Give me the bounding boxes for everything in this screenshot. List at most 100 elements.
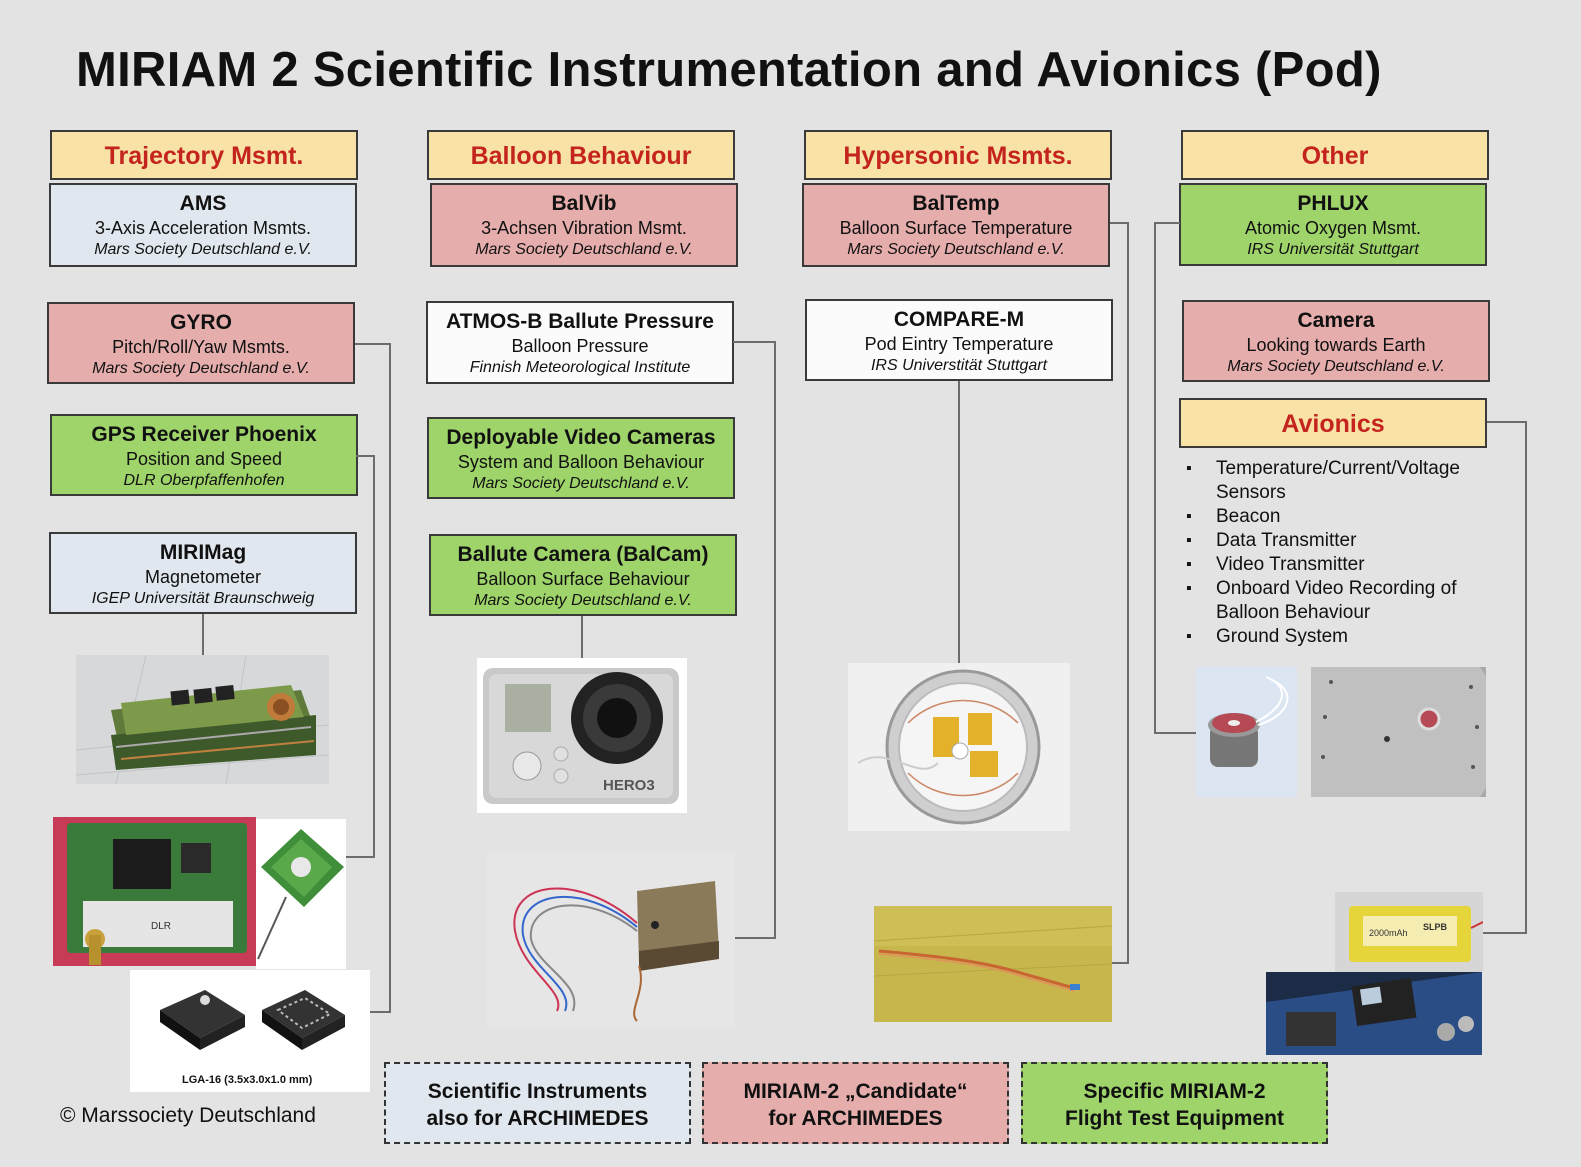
- instrument-desc: System and Balloon Behaviour: [457, 452, 705, 472]
- instrument-org: Mars Society Deutschland e.V.: [472, 475, 690, 492]
- instrument-compare-m: COMPARE-M Pod Eintry Temperature IRS Uni…: [805, 299, 1113, 381]
- instrument-name: ATMOS-B Ballute Pressure: [445, 310, 714, 333]
- instrument-baltemp: BalTemp Balloon Surface Temperature Mars…: [802, 183, 1110, 267]
- battery-photo: 2000mAh SLPB: [1335, 892, 1483, 972]
- instrument-org: Mars Society Deutschland e.V.: [1227, 358, 1445, 375]
- avionics-list: Temperature/Current/Voltage Sensors Beac…: [1186, 457, 1506, 649]
- connector-line: [733, 341, 775, 343]
- instrument-balvib: BalVib 3-Achsen Vibration Msmt. Mars Soc…: [430, 183, 738, 267]
- instrument-org: Mars Society Deutschland e.V.: [92, 360, 310, 377]
- connector-line: [1483, 932, 1527, 934]
- instrument-name: COMPARE-M: [893, 308, 1025, 331]
- instrument-video-cameras: Deployable Video Cameras System and Ball…: [427, 417, 735, 499]
- connector-line: [581, 616, 583, 658]
- connector-line: [356, 455, 375, 457]
- connector-line: [1154, 732, 1196, 734]
- instrument-name: MIRIMag: [159, 541, 247, 564]
- lga-chip-photo: LGA-16 (3.5x3.0x1.0 mm): [130, 970, 370, 1092]
- instrument-name: Camera: [1297, 309, 1375, 332]
- legend-line: Flight Test Equipment: [1065, 1107, 1284, 1130]
- connector-line: [1110, 222, 1128, 224]
- pod-plate-photo: [1311, 667, 1486, 797]
- instrument-gyro: GYRO Pitch/Roll/Yaw Msmts. Mars Society …: [47, 302, 355, 384]
- phlux-sensor-photo: [1196, 667, 1297, 797]
- category-avionics: Avionics: [1179, 398, 1487, 448]
- connector-line: [373, 455, 375, 858]
- instrument-desc: Pitch/Roll/Yaw Msmts.: [112, 337, 290, 357]
- connector-line: [355, 343, 390, 345]
- avionics-item: Temperature/Current/Voltage Sensors: [1186, 457, 1506, 505]
- legend-miriam-candidate: MIRIAM-2 „Candidate“ for ARCHIMEDES: [702, 1062, 1009, 1144]
- gopro-camera-photo: HERO3: [477, 658, 687, 813]
- gps-antenna-photo: [256, 819, 346, 969]
- battery-brand: SLPB: [1423, 922, 1448, 932]
- avionics-item: Beacon: [1186, 505, 1506, 529]
- instrument-name: GPS Receiver Phoenix: [91, 423, 317, 446]
- instrument-org: Finnish Meteorological Institute: [469, 359, 691, 376]
- instrument-desc: Looking towards Earth: [1246, 335, 1426, 355]
- dlr-logo: DLR: [151, 921, 171, 932]
- avionics-item: Data Transmitter: [1186, 529, 1506, 553]
- category-balloon-behaviour: Balloon Behaviour: [427, 130, 735, 180]
- instrument-phlux: PHLUX Atomic Oxygen Msmt. IRS Universitä…: [1179, 183, 1487, 266]
- compare-sensor-photo: [848, 663, 1070, 831]
- instrument-desc: Atomic Oxygen Msmt.: [1244, 218, 1422, 238]
- instrument-org: Mars Society Deutschland e.V.: [847, 241, 1065, 258]
- category-trajectory: Trajectory Msmt.: [50, 130, 358, 180]
- instrument-name: BalVib: [551, 192, 617, 215]
- instrument-name: AMS: [179, 192, 227, 215]
- gps-receiver-photo: DLR: [53, 817, 256, 966]
- instrument-name: GYRO: [170, 311, 232, 334]
- instrument-atmos-b: ATMOS-B Ballute Pressure Balloon Pressur…: [426, 301, 734, 384]
- instrument-gps: GPS Receiver Phoenix Position and Speed …: [50, 414, 358, 496]
- legend-scientific-instruments: Scientific Instruments also for ARCHIMED…: [384, 1062, 691, 1144]
- instrument-desc: 3-Achsen Vibration Msmt.: [481, 218, 687, 238]
- instrument-name: Deployable Video Cameras: [446, 426, 716, 449]
- legend-line: also for ARCHIMEDES: [426, 1107, 649, 1130]
- category-hypersonic: Hypersonic Msmts.: [804, 130, 1112, 180]
- hero3-label: HERO3: [603, 777, 655, 794]
- connector-line: [1155, 222, 1180, 224]
- connector-line: [1154, 222, 1156, 734]
- connector-line: [1487, 421, 1526, 423]
- category-other: Other: [1181, 130, 1489, 180]
- battery-capacity: 2000mAh: [1369, 928, 1408, 938]
- instrument-camera: Camera Looking towards Earth Mars Societ…: [1182, 300, 1490, 382]
- avionics-item: Ground System: [1186, 625, 1506, 649]
- instrument-org: Mars Society Deutschland e.V.: [474, 592, 692, 609]
- instrument-desc: Balloon Pressure: [511, 336, 649, 356]
- connector-line: [389, 343, 391, 1013]
- instrument-org: DLR Oberpfaffenhofen: [123, 472, 285, 489]
- legend-line: Specific MIRIAM-2: [1083, 1080, 1266, 1103]
- instrument-desc: 3-Axis Acceleration Msmts.: [94, 218, 312, 238]
- legend-line: Scientific Instruments: [427, 1080, 648, 1103]
- instrument-org: Mars Society Deutschland e.V.: [94, 241, 312, 258]
- instrument-balcam: Ballute Camera (BalCam) Balloon Surface …: [429, 534, 737, 616]
- avionics-item: Onboard Video Recording of Balloon Behav…: [1186, 577, 1506, 625]
- connector-line: [1127, 222, 1129, 964]
- instrument-org: IGEP Universität Braunschweig: [91, 590, 315, 607]
- legend-line: MIRIAM-2 „Candidate“: [743, 1080, 968, 1103]
- avionics-item: Video Transmitter: [1186, 553, 1506, 577]
- connector-line: [202, 614, 204, 656]
- legend-flight-test-equipment: Specific MIRIAM-2 Flight Test Equipment: [1021, 1062, 1328, 1144]
- connector-line: [346, 856, 375, 858]
- connector-line: [1112, 962, 1129, 964]
- instrument-ams: AMS 3-Axis Acceleration Msmts. Mars Soci…: [49, 183, 357, 267]
- connector-line: [735, 937, 776, 939]
- balcam-module-photo: [487, 851, 735, 1028]
- chip-label: LGA-16 (3.5x3.0x1.0 mm): [182, 1074, 313, 1086]
- avionics-board-photo: [1266, 972, 1482, 1055]
- copyright: © Marssociety Deutschland: [60, 1104, 316, 1127]
- instrument-mirimag: MIRIMag Magnetometer IGEP Universität Br…: [49, 532, 357, 614]
- circuit-board-photo: [76, 655, 329, 784]
- instrument-desc: Magnetometer: [144, 567, 262, 587]
- instrument-org: IRS Universtität Stuttgart: [870, 357, 1048, 374]
- connector-line: [1525, 421, 1527, 934]
- instrument-org: IRS Universität Stuttgart: [1247, 241, 1419, 258]
- connector-line: [958, 381, 960, 663]
- legend-line: for ARCHIMEDES: [768, 1107, 943, 1130]
- baltemp-sensor-photo: [874, 906, 1112, 1022]
- instrument-desc: Position and Speed: [125, 449, 283, 469]
- connector-line: [774, 341, 776, 939]
